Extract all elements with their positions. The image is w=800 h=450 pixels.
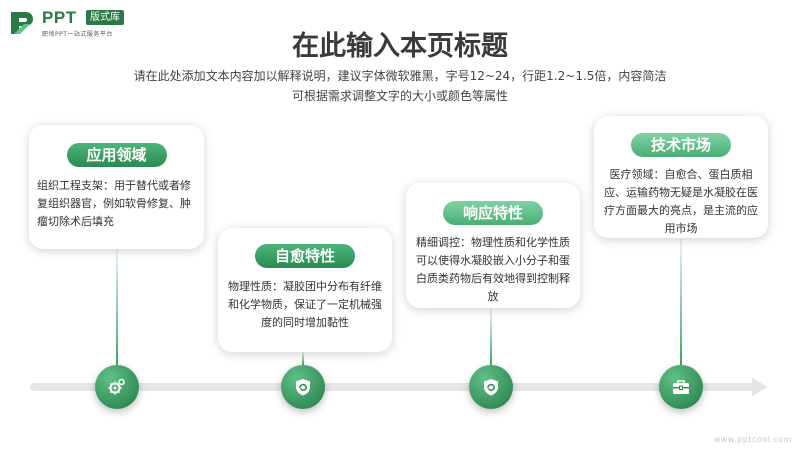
logo-mark-icon: [11, 12, 33, 34]
logo-badge: 版式库: [86, 10, 124, 25]
card-title: 应用领域: [66, 143, 167, 167]
card-response[interactable]: 响应特性 精细调控：物理性质和化学性质可以使得水凝胶嵌入小分子和蛋白质类药物后有…: [406, 183, 580, 308]
connector-line-2: [302, 352, 304, 365]
card-title: 自愈特性: [254, 244, 356, 268]
card-title: 技术市场: [630, 133, 732, 157]
card-self-healing[interactable]: 自愈特性 物理性质：凝胶团中分布有纤维和化学物质，保证了一定机械强度的同时增加黏…: [218, 228, 392, 352]
step-2-marker[interactable]: [281, 365, 325, 409]
card-title: 响应特性: [442, 201, 544, 225]
shield-icon: [484, 379, 498, 396]
card-text: 组织工程支架：用于替代或者修复组织器官，例如软骨修复、肿瘤切除术后填充: [37, 179, 191, 228]
card-tech-market[interactable]: 技术市场 医疗领域：自愈合、蛋白质相应、运输药物无疑是水凝胶在医疗方面最大的亮点…: [594, 116, 768, 238]
timeline-arrow-icon: [752, 378, 768, 396]
connector-line-1: [116, 249, 118, 365]
gear-icon: [108, 378, 125, 395]
timeline-axis: [30, 383, 758, 391]
logo: PPT 版式库 职场PPT一站式服务平台: [8, 8, 138, 38]
page-description[interactable]: 请在此处添加文本内容加以解释说明，建议字体微软雅黑，字号12~24，行距1.2~…: [90, 66, 710, 106]
description-line-2: 可根据需求调整文字的大小或颜色等属性: [291, 89, 508, 103]
toolbox-icon: [673, 380, 689, 394]
step-4-marker[interactable]: [659, 365, 703, 409]
page-title[interactable]: 在此输入本页标题: [292, 31, 508, 62]
shield-icon: [296, 379, 310, 396]
step-3-marker[interactable]: [469, 365, 513, 409]
step-1-marker[interactable]: [95, 365, 139, 409]
watermark: www.pptcool.com: [713, 435, 792, 444]
card-application-field[interactable]: 应用领域 组织工程支架：用于替代或者修复组织器官，例如软骨修复、肿瘤切除术后填充: [29, 125, 204, 249]
description-line-1: 请在此处添加文本内容加以解释说明，建议字体微软雅黑，字号12~24，行距1.2~…: [133, 69, 667, 83]
connector-line-4: [680, 238, 682, 365]
card-text: 医疗领域：自愈合、蛋白质相应、运输药物无疑是水凝胶在医疗方面最大的亮点，是主流的…: [604, 168, 758, 235]
card-text: 精细调控：物理性质和化学性质可以使得水凝胶嵌入小分子和蛋白质类药物后有效地得到控…: [416, 236, 570, 303]
logo-tagline: 职场PPT一站式服务平台: [42, 31, 113, 38]
logo-text: PPT: [42, 8, 77, 27]
connector-line-3: [490, 308, 492, 365]
card-text: 物理性质：凝胶团中分布有纤维和化学物质，保证了一定机械强度的同时增加黏性: [228, 280, 382, 329]
